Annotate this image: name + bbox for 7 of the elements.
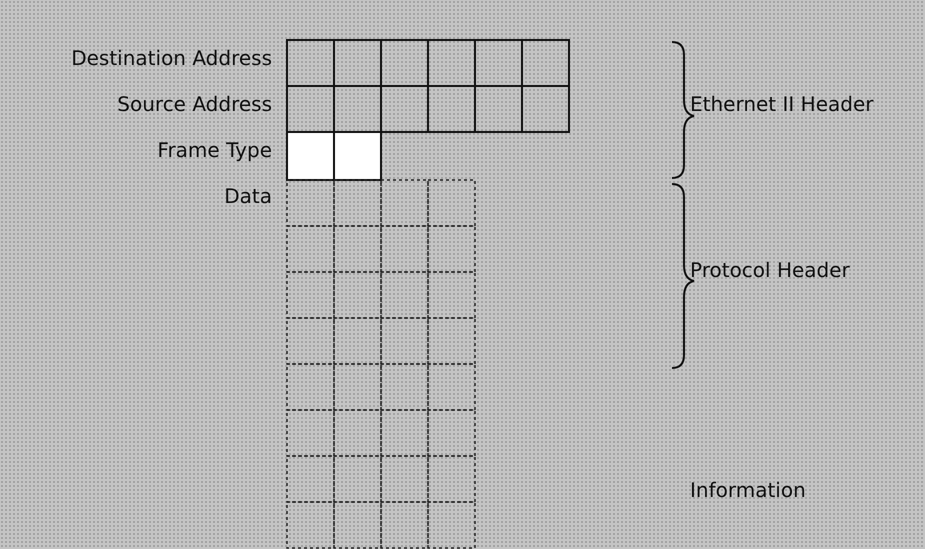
field-label: Destination Address [71,46,272,70]
field-label: Data [224,184,272,208]
field-label: Source Address [117,92,272,116]
bracket-label: Protocol Header [690,258,850,282]
field-label: Frame Type [157,138,272,162]
bracket-label: Ethernet II Header [690,92,874,116]
section-label: Information [690,478,806,502]
